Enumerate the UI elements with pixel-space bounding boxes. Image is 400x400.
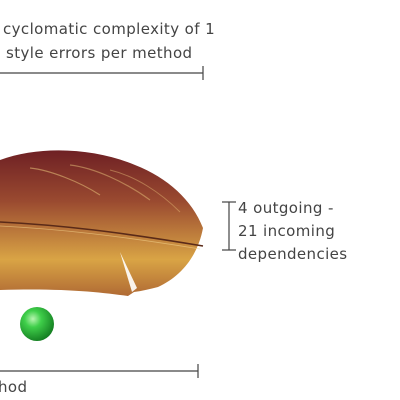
height-bracket	[222, 201, 236, 251]
top-width-bracket	[0, 66, 204, 80]
outgoing-label: 4 outgoing -	[238, 199, 334, 217]
green-ball	[20, 307, 54, 341]
feather-barb-2	[69, 164, 151, 201]
style-errors-label: style errors per method	[6, 44, 192, 62]
feather-barb-1	[29, 167, 101, 196]
complexity-label: cyclomatic complexity of 1	[3, 20, 215, 38]
feather-shape	[0, 150, 204, 296]
feather-notch	[120, 252, 137, 292]
bottom-width-bracket	[0, 364, 199, 378]
feather-vane	[0, 150, 203, 296]
feather-shaft	[0, 221, 204, 247]
bottom-label: hod	[0, 378, 27, 396]
feather-barb-3	[109, 169, 181, 213]
dependencies-label: dependencies	[238, 245, 348, 263]
feather-shaft-highlight	[0, 225, 201, 250]
incoming-label: 21 incoming	[238, 222, 335, 240]
